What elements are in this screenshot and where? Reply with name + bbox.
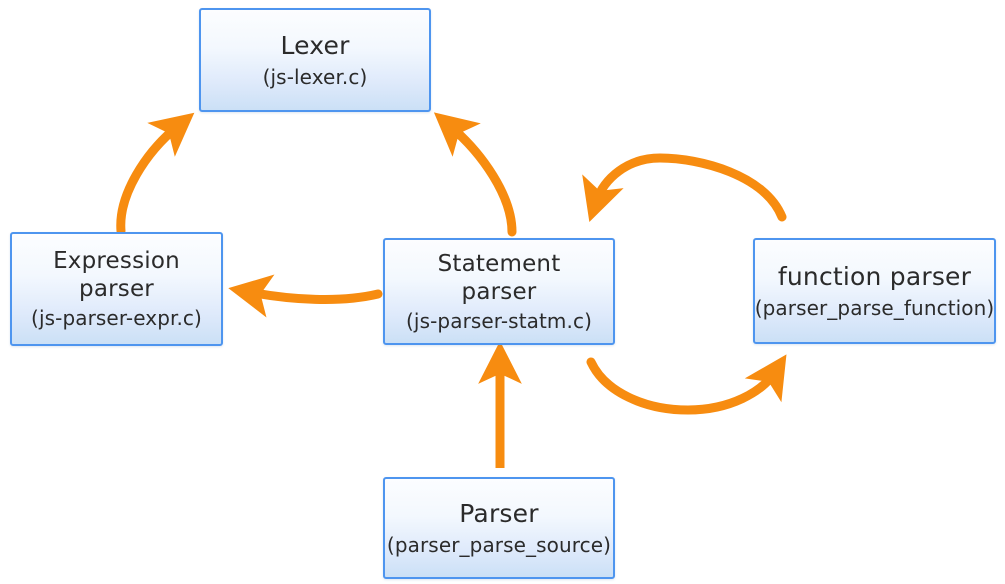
node-function-parser-subtitle: (parser_parse_function) (754, 295, 995, 320)
node-statement-parser-subtitle: (js-parser-statm.c) (406, 308, 592, 333)
node-parser-subtitle: (parser_parse_source) (386, 532, 612, 557)
edge-statement-to-function (586, 354, 787, 415)
node-parser-title: Parser (459, 499, 539, 529)
edge-expression-to-lexer (116, 112, 195, 236)
node-expression-parser-subtitle: (js-parser-expr.c) (31, 306, 202, 331)
node-function-parser[interactable]: function parser (parser_parse_function) (753, 238, 996, 344)
node-expression-parser-title-line2: parser (79, 276, 154, 303)
node-lexer-subtitle: (js-lexer.c) (262, 64, 368, 89)
node-expression-parser-title: Expression (53, 248, 180, 275)
node-parser[interactable]: Parser (parser_parse_source) (383, 477, 615, 579)
node-expression-parser[interactable]: Expression parser (js-parser-expr.c) (10, 232, 223, 346)
node-statement-parser[interactable]: Statement parser (js-parser-statm.c) (383, 238, 615, 345)
node-statement-parser-title-line2: parser (461, 278, 537, 305)
edge-function-to-statement (582, 153, 787, 222)
node-function-parser-title: function parser (777, 262, 972, 292)
node-lexer-title: Lexer (280, 31, 350, 61)
node-statement-parser-title: Statement (437, 250, 561, 277)
edge-statement-to-expression (228, 274, 383, 318)
edge-statement-to-lexer (433, 112, 517, 237)
node-lexer[interactable]: Lexer (js-lexer.c) (199, 8, 431, 112)
